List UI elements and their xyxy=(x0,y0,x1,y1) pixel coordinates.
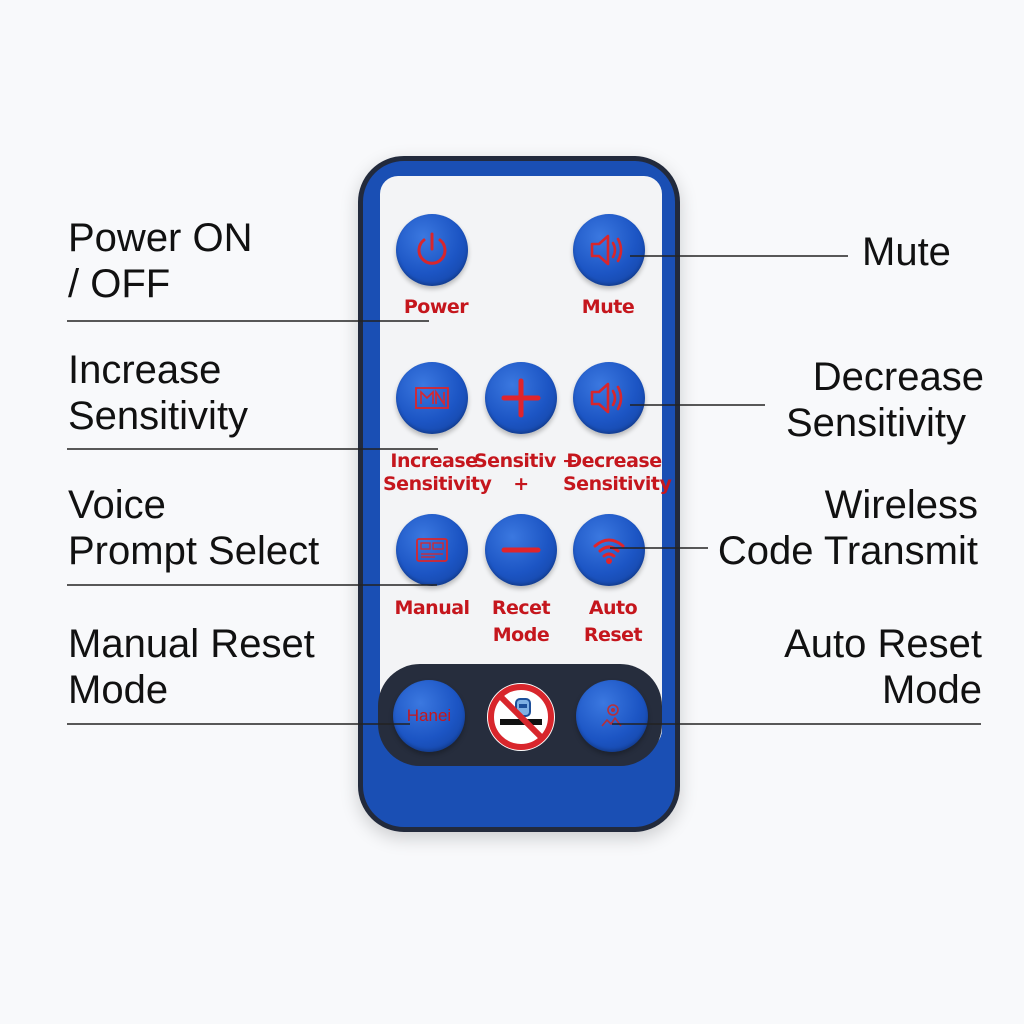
callout-wireless-code: Wireless Code Transmit xyxy=(718,482,978,574)
power-button[interactable] xyxy=(396,214,468,286)
callout-voice-prompt: Voice Prompt Select xyxy=(68,482,319,574)
manual-label: Manual xyxy=(382,597,482,620)
callout-wireless-line-1: Wireless xyxy=(824,483,978,527)
callout-auto-line-2: Mode xyxy=(881,668,982,712)
panel-icon xyxy=(416,538,448,562)
frame-icon xyxy=(415,387,449,409)
recet-mode-button[interactable] xyxy=(485,514,557,586)
callout-power-line-1: Power ON xyxy=(68,216,253,260)
callout-manual-line-2: Mode xyxy=(68,668,169,712)
mute-button[interactable] xyxy=(573,214,645,286)
callout-auto-line-1: Auto Reset xyxy=(784,622,982,666)
manual-button[interactable] xyxy=(396,514,468,586)
power-label: Power xyxy=(386,296,486,319)
auto-reset-button[interactable] xyxy=(573,514,645,586)
hanei-button[interactable]: Hanei xyxy=(393,680,465,752)
mute-label: Mute xyxy=(558,296,658,319)
auto-reset-line-2: Reset xyxy=(583,624,643,646)
decrease-label-line-2: Sensitivity xyxy=(563,473,672,495)
manual-label-text: Manual xyxy=(394,597,470,619)
recet-mode-line-2: Mode xyxy=(492,624,550,646)
callout-auto-reset: Auto Reset Mode xyxy=(784,621,982,713)
plus-icon xyxy=(501,378,541,418)
callout-manual-reset: Manual Reset Mode xyxy=(68,621,315,713)
increase-label: Increase Sensitivity xyxy=(383,450,492,496)
auto-reset-line-1: Auto xyxy=(588,597,638,619)
callout-decrease-line-1: Decrease xyxy=(812,355,984,399)
minus-icon xyxy=(501,547,541,553)
decrease-sensitivity-button[interactable] xyxy=(573,362,645,434)
recet-mode-label: Recet Mode xyxy=(471,597,571,647)
callout-increase-line-1: Increase xyxy=(68,348,222,392)
callout-power-line-2: / OFF xyxy=(68,262,171,306)
no-smoking-icon xyxy=(487,683,555,751)
speaker-icon xyxy=(590,382,623,414)
recet-mode-line-1: Recet xyxy=(491,597,551,619)
decrease-label: Decrease Sensitivity xyxy=(563,450,672,496)
sensitivity-plus-line-1: Sensitiv + xyxy=(474,450,578,472)
callout-wireless-line-2: Code Transmit xyxy=(717,529,978,573)
dock-right-button[interactable] xyxy=(576,680,648,752)
increase-label-line-2: Sensitivity xyxy=(383,473,492,495)
sensor-icon xyxy=(601,704,622,727)
increase-label-line-1: Increase xyxy=(390,450,478,472)
power-icon xyxy=(417,232,447,265)
callout-increase-sensitivity: Increase Sensitivity xyxy=(68,347,248,439)
sensitivity-plus-button[interactable] xyxy=(485,362,557,434)
no-smoking-button[interactable] xyxy=(484,680,558,754)
callout-power: Power ON / OFF xyxy=(68,215,253,307)
callout-mute: Mute xyxy=(862,229,951,275)
sensitivity-plus-line-2: + xyxy=(513,473,529,495)
decrease-label-line-1: Decrease xyxy=(566,450,662,472)
wifi-icon xyxy=(593,538,625,564)
callout-voice-line-2: Prompt Select xyxy=(68,529,320,573)
power-label-text: Power xyxy=(403,296,469,318)
callout-manual-line-1: Manual Reset xyxy=(68,622,315,666)
callout-increase-line-2: Sensitivity xyxy=(68,394,249,438)
mute-label-text: Mute xyxy=(581,296,635,318)
callout-mute-line-1: Mute xyxy=(862,230,951,274)
hanei-text: Hanei xyxy=(406,706,452,725)
speaker-icon xyxy=(590,234,623,266)
callout-decrease-sensitivity: Decrease Sensitivity xyxy=(786,354,984,446)
callout-decrease-line-2: Sensitivity xyxy=(785,401,966,445)
sensitivity-plus-label: Sensitiv + + xyxy=(474,450,578,496)
callout-voice-line-1: Voice xyxy=(68,483,166,527)
increase-sensitivity-button[interactable] xyxy=(396,362,468,434)
auto-reset-label: Auto Reset xyxy=(563,597,663,647)
